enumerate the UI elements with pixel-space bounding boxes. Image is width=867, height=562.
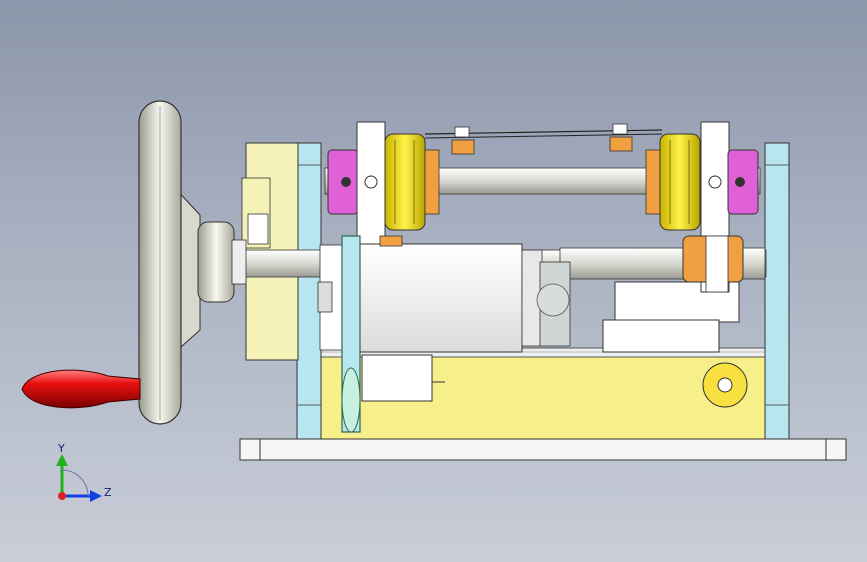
right-frame-plate[interactable] bbox=[764, 142, 790, 440]
handwheel-hub[interactable] bbox=[171, 183, 247, 357]
adjust-knob[interactable] bbox=[702, 362, 748, 408]
bracket[interactable] bbox=[361, 354, 445, 402]
motor-block[interactable] bbox=[317, 243, 571, 353]
z-axis-label: Z bbox=[104, 486, 112, 499]
y-axis-label: Y bbox=[58, 442, 65, 455]
orientation-triad: Y Z bbox=[40, 440, 130, 520]
right-gear[interactable] bbox=[645, 121, 759, 293]
red-crank-handle[interactable] bbox=[21, 369, 141, 409]
base-plate[interactable] bbox=[239, 438, 847, 461]
left-frame-plate[interactable] bbox=[296, 142, 322, 440]
link-arm[interactable] bbox=[341, 235, 361, 433]
left-gear[interactable] bbox=[327, 121, 440, 247]
handwheel[interactable] bbox=[138, 100, 182, 425]
belt[interactable] bbox=[424, 123, 663, 155]
